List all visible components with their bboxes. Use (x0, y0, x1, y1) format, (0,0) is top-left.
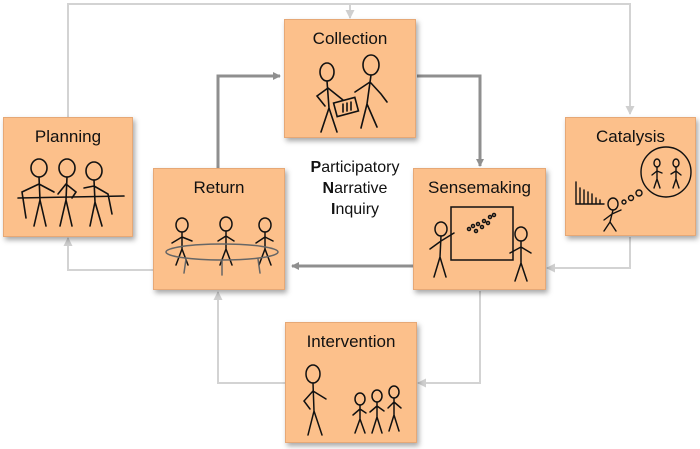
analysis-thinking-icon (575, 146, 692, 232)
node-sensemaking-label: Sensemaking (427, 178, 531, 197)
node-collection-label: Collection (312, 29, 388, 48)
node-intervention-label: Intervention (306, 332, 396, 351)
group-at-table-icon (165, 216, 279, 276)
node-catalysis: Catalysis (565, 117, 696, 236)
node-planning-label: Planning (34, 127, 102, 146)
node-collection: Collection (284, 19, 416, 138)
people-at-board-icon (429, 206, 532, 282)
node-planning: Planning (3, 117, 133, 237)
three-people-planning-icon (17, 158, 125, 227)
node-catalysis-label: Catalysis (596, 127, 665, 146)
center-line-participatory: Participatory (310, 159, 400, 176)
two-people-recording-icon (315, 54, 388, 133)
node-return: Return (153, 168, 285, 290)
node-return-label: Return (193, 178, 245, 197)
arrow-intervention-to-return (213, 291, 285, 384)
arrow-planning-to-collection (67, 3, 355, 117)
arrow-return-to-planning (63, 237, 153, 271)
arrow-collection-to-sensemaking (417, 74, 484, 167)
node-sensemaking: Sensemaking (413, 168, 546, 290)
arrow-return-to-collection (216, 72, 281, 168)
arrow-sensemaking-to-intervention (417, 291, 481, 388)
arrow-catalysis-to-sensemaking (546, 237, 631, 273)
center-line-inquiry: Inquiry (330, 201, 380, 218)
node-intervention: Intervention (285, 322, 417, 443)
center-line-narrative: Narrative (322, 180, 388, 197)
person-with-children-icon (303, 364, 402, 436)
center-title: Participatory Narrative Inquiry (290, 157, 420, 220)
arrow-collection-to-catalysis (350, 3, 635, 115)
